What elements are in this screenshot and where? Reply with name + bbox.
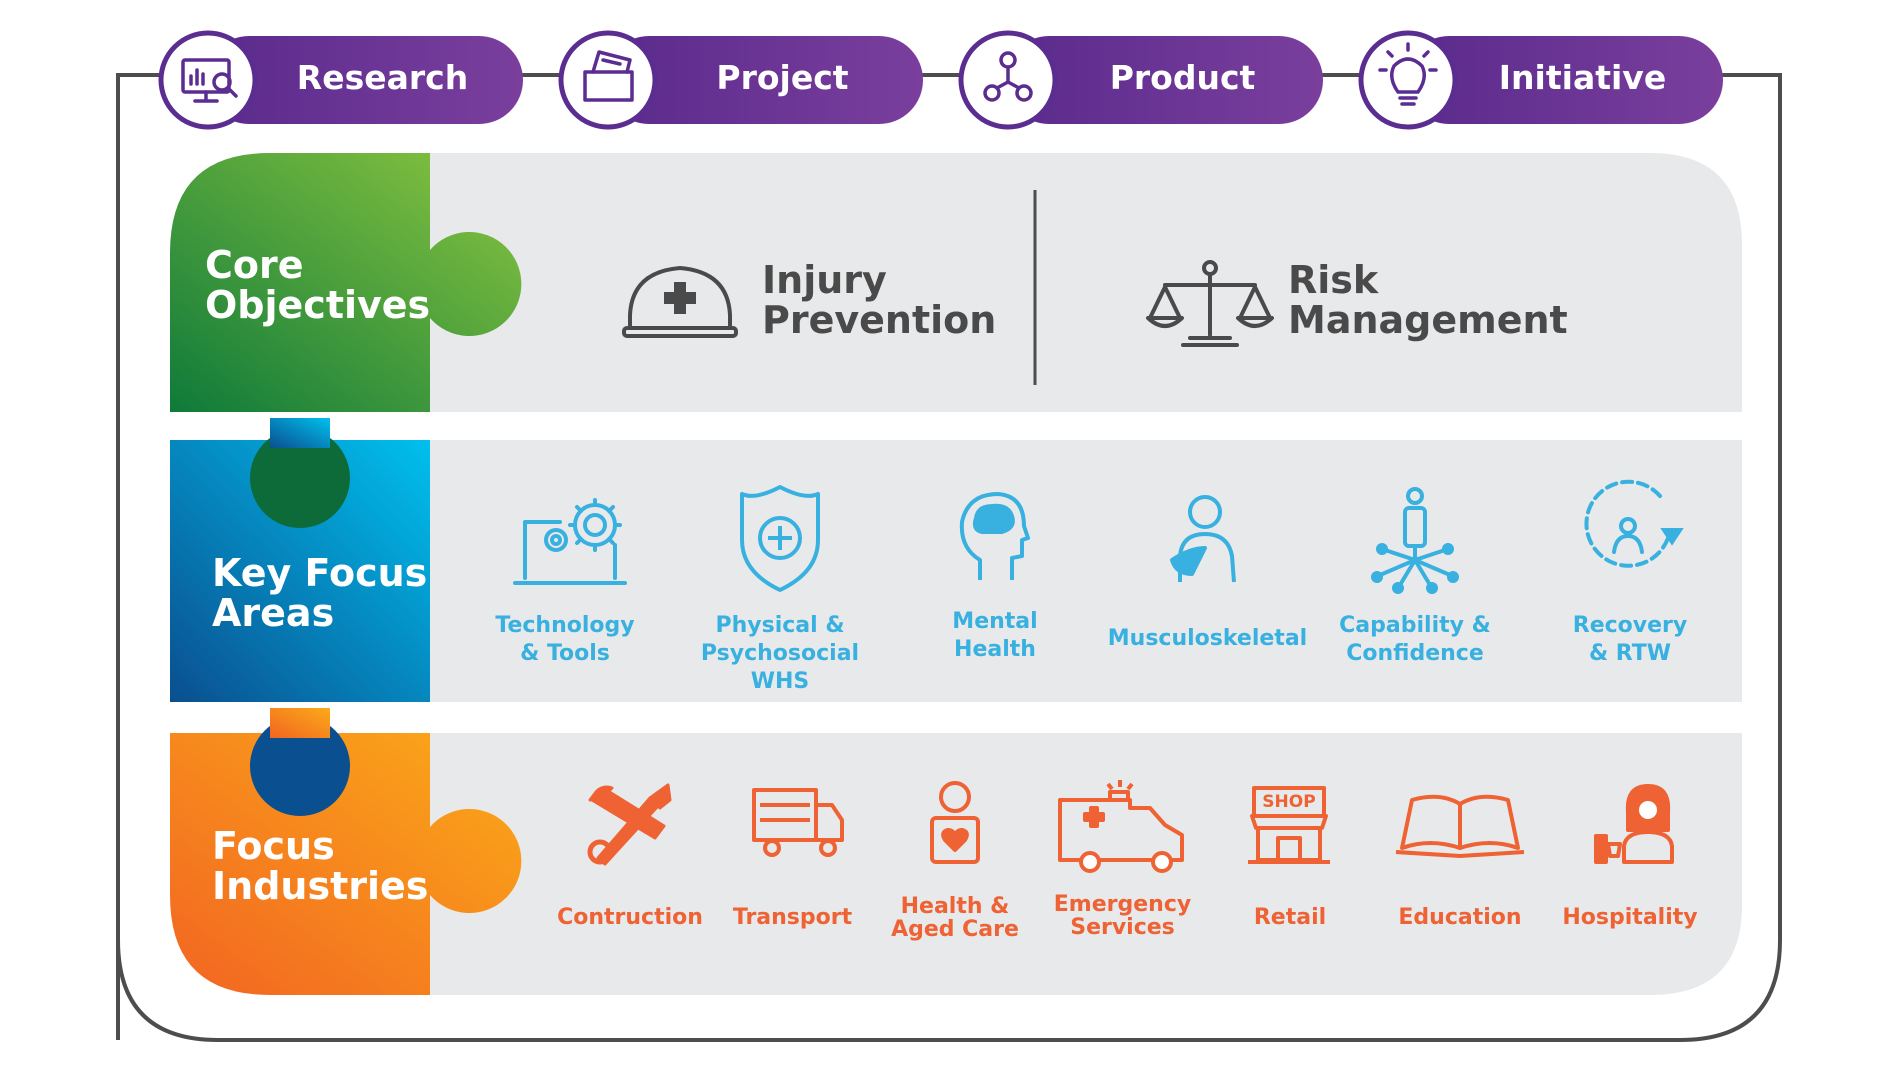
industry-hospitality: Hospitality	[1550, 906, 1710, 929]
focus-area-musculoskeletal: Musculoskeletal	[1100, 625, 1315, 653]
hammer-wrench-icon	[587, 783, 672, 866]
person-network-icon	[1371, 487, 1459, 594]
focus-area-capability-confidence: Capability & Confidence	[1325, 612, 1505, 668]
laptop-gears-icon	[513, 498, 627, 585]
focus-line1: Focus	[212, 824, 335, 868]
focus-area-line2: Psychosocial WHS	[700, 641, 860, 694]
objective-risk-management: Risk Management	[1288, 260, 1568, 340]
industry-line1: Hospitality	[1562, 905, 1698, 930]
industry-retail: Retail	[1225, 906, 1355, 929]
waitress-icon	[1594, 784, 1674, 864]
tab-project-label[interactable]: Project	[716, 58, 849, 97]
open-book-icon	[1395, 794, 1525, 858]
shop-icon	[1248, 786, 1330, 864]
folder-document-icon	[583, 50, 634, 102]
industry-line1: Emergency	[1053, 892, 1192, 917]
focus-area-technology: Technology & Tools	[475, 612, 655, 668]
focus-area-line1: Mental	[952, 609, 1038, 634]
core-line2: Objectives	[205, 283, 431, 327]
tab-initiative	[1358, 30, 1723, 130]
core-line1: Core	[205, 243, 304, 287]
balance-scale-icon	[1146, 260, 1274, 347]
key-focus-connector	[250, 716, 350, 816]
focus-area-mental-health: Mental Health	[920, 608, 1070, 664]
monitor-analytics-icon	[181, 58, 238, 103]
key-focus-areas-label: Key Focus Areas	[212, 553, 427, 633]
industry-line2: Services	[1070, 915, 1175, 940]
key-line2: Areas	[212, 591, 335, 635]
objective-line2: Management	[1288, 298, 1568, 342]
lightbulb-icon	[1378, 42, 1438, 106]
tab-project	[558, 30, 923, 130]
truck-icon	[752, 788, 844, 857]
industry-emergency-services: Emergency Services	[1040, 893, 1205, 939]
industry-line1: Education	[1398, 905, 1522, 930]
head-brain-icon	[959, 492, 1030, 580]
tab-initiative-label[interactable]: Initiative	[1498, 58, 1667, 97]
focus-area-line1: Capability &	[1339, 613, 1491, 638]
industry-transport: Transport	[725, 906, 860, 929]
industry-line1: Health &	[900, 894, 1010, 919]
focus-area-line2: & RTW	[1588, 641, 1672, 666]
key-line1: Key Focus	[212, 551, 428, 595]
hard-hat-icon	[622, 266, 738, 338]
focus-industries-label: Focus Industries	[212, 826, 428, 906]
outer-frame	[116, 73, 1782, 1042]
industry-line1: Transport	[732, 905, 853, 930]
industry-education: Education	[1380, 906, 1540, 929]
focus-area-line1: Musculoskeletal	[1107, 626, 1308, 651]
industry-line1: Contruction	[557, 905, 703, 930]
shield-plus-icon	[740, 485, 820, 592]
focus-area-line1: Technology	[495, 613, 635, 638]
industry-line2: Aged Care	[891, 917, 1019, 942]
tab-product-label[interactable]: Product	[1109, 58, 1256, 97]
objective-injury-prevention: Injury Prevention	[762, 260, 996, 340]
tab-research-label[interactable]: Research	[296, 58, 469, 97]
shop-sign-text: SHOP	[1262, 792, 1316, 812]
network-nodes-icon	[983, 51, 1033, 102]
core-objectives-label: Core Objectives	[205, 245, 430, 325]
key-panel	[430, 440, 1742, 702]
core-key-connector	[250, 428, 350, 528]
core-panel	[430, 153, 1742, 412]
focus-area-line1: Recovery	[1572, 613, 1688, 638]
focus-area-line1: Physical &	[715, 613, 845, 638]
key-puzzle-piece	[170, 440, 430, 702]
focus-area-line2: Health	[954, 637, 1036, 662]
objective-line1: Risk	[1288, 258, 1379, 302]
person-cycle-icon	[1584, 479, 1684, 568]
ambulance-icon	[1058, 780, 1184, 873]
focus-area-physical-psychosocial: Physical & Psychosocial WHS	[670, 612, 890, 696]
industry-construction: Contruction	[555, 906, 705, 929]
core-puzzle-piece	[170, 153, 522, 412]
focus-line2: Industries	[212, 864, 429, 908]
objective-line1: Injury	[762, 258, 887, 302]
focus-area-line2: Confidence	[1346, 641, 1484, 666]
person-sling-icon	[1170, 495, 1236, 583]
focus-puzzle-piece	[170, 733, 522, 995]
objective-line2: Prevention	[762, 298, 997, 342]
tab-research	[158, 30, 523, 130]
focus-area-line2: & Tools	[520, 641, 610, 666]
caregiver-heart-icon	[930, 781, 980, 864]
industry-line1: Retail	[1253, 905, 1327, 930]
industry-health-aged-care: Health & Aged Care	[880, 895, 1030, 941]
focus-area-recovery-rtw: Recovery & RTW	[1555, 612, 1705, 668]
